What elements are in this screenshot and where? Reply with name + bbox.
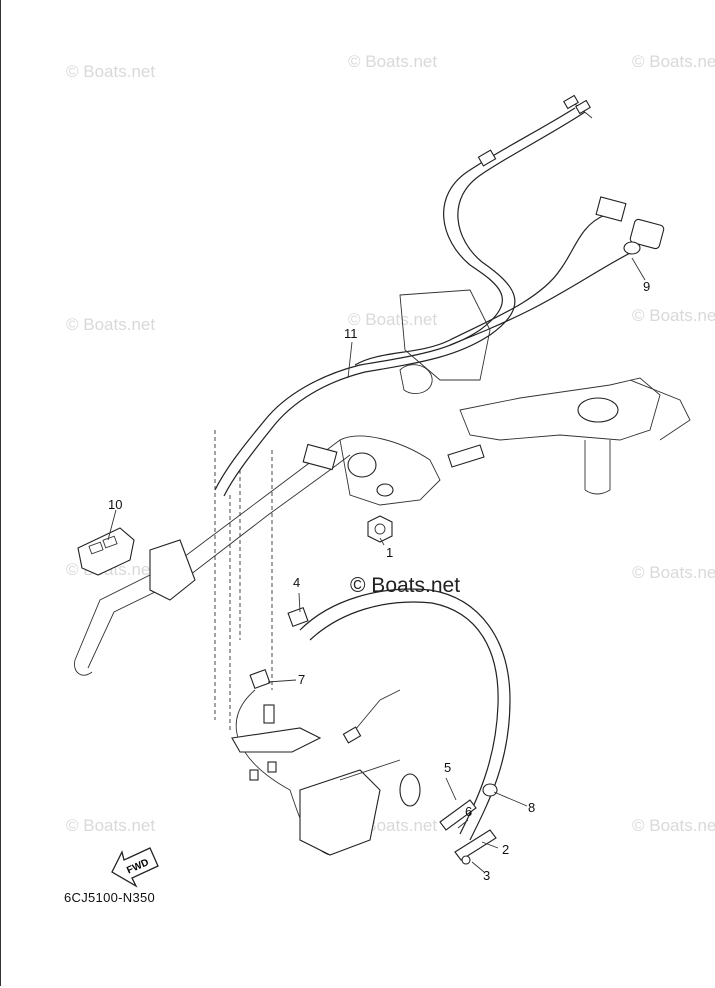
callout-7: 7	[298, 672, 306, 687]
wiring-harness	[354, 196, 665, 366]
watermark: © Boats.net	[66, 816, 156, 835]
callout-10: 10	[108, 497, 123, 512]
diagram-code: 6CJ5100-N350	[64, 890, 156, 905]
tiller-handle	[74, 430, 351, 730]
callout-9: 9	[643, 279, 651, 294]
callout-8: 8	[528, 800, 536, 815]
linkage-assembly	[299, 689, 498, 865]
callout-11: 11	[344, 326, 358, 341]
watermark: © Boats.net	[632, 306, 715, 325]
fwd-arrow-icon: FWD	[111, 847, 159, 888]
watermark: © Boats.net	[632, 816, 715, 835]
small-parts	[77, 443, 393, 576]
watermark: © Boats.net	[348, 310, 438, 329]
callout-3: 3	[483, 868, 491, 883]
watermark: © Boats.net	[66, 62, 156, 81]
steering-cables	[214, 94, 593, 497]
steering-bracket	[339, 289, 691, 506]
clamps	[231, 606, 322, 781]
callout-6: 6	[465, 804, 473, 819]
callout-2: 2	[502, 842, 510, 857]
watermark: © Boats.net	[632, 563, 715, 582]
callout-5: 5	[444, 760, 452, 775]
callout-4: 4	[293, 575, 301, 590]
watermark: © Boats.net	[632, 52, 715, 71]
leader-lines	[107, 257, 646, 873]
watermark: © Boats.net	[348, 52, 438, 71]
callout-1: 1	[386, 545, 394, 560]
center-watermark: © Boats.net	[350, 574, 461, 597]
watermark: © Boats.net	[66, 315, 156, 334]
